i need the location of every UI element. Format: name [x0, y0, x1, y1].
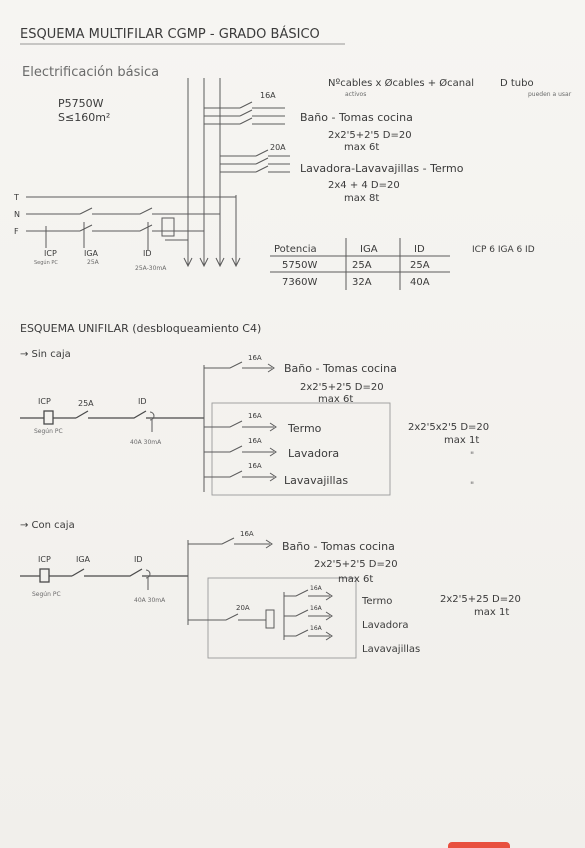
sin-caja-right-max: max 1t [444, 435, 479, 446]
sin-caja-id-sub: 40A 30mA [130, 439, 162, 446]
circuit-20a-rating: 20A [270, 143, 286, 152]
table-header-iga: IGA [360, 244, 378, 255]
supply-lines [26, 196, 236, 250]
con-caja-main-rating: 20A [236, 604, 250, 612]
sin-caja-distribution [203, 361, 391, 496]
circuit-16a-cable: 2x2'5+2'5 D=20 [328, 130, 412, 141]
sin-caja-icp-sub: Según PC [34, 428, 63, 435]
con-caja-right-max: max 1t [474, 607, 509, 618]
circuit-16a-lines [204, 101, 285, 125]
device-icp-sub: Según PC [34, 259, 58, 266]
table-side-note: ICP 6 IGA 6 ID [472, 245, 535, 255]
sin-caja-top-label: Baño - Tomas cocina [284, 362, 397, 375]
circuit-20a-cable: 2x4 + 4 D=20 [328, 180, 400, 191]
circuit-16a-rating: 16A [260, 91, 276, 100]
con-caja-heading: → Con caja [20, 520, 75, 531]
con-caja-b3-rating: 16A [310, 625, 323, 632]
device-icp: ICP [44, 249, 57, 258]
sin-caja-b3-label: Lavavajillas [284, 474, 348, 487]
table-cell: 25A [352, 260, 372, 271]
con-caja-top-cable: 2x2'5+2'5 D=20 [314, 559, 398, 570]
rating-table [270, 238, 450, 290]
con-caja-main-line [20, 568, 188, 590]
line-label-n: N [14, 210, 20, 219]
area-note: S≤160m² [58, 111, 110, 124]
con-caja-top-rating: 16A [240, 530, 254, 538]
table-cell: 5750W [282, 260, 317, 271]
sin-caja-b1-label: Termo [287, 422, 322, 435]
page-title: ESQUEMA MULTIFILAR CGMP - GRADO BÁSICO [20, 26, 320, 42]
con-caja-distribution [187, 537, 357, 659]
multifilar-subtitle: Electrificación básica [22, 65, 159, 80]
sin-caja-b1-rating: 16A [248, 412, 262, 420]
sin-caja-main-line [20, 410, 204, 432]
con-caja-id-sub: 40A 30mA [134, 597, 166, 604]
table-cell: 32A [352, 277, 372, 288]
con-caja-top-label: Baño - Tomas cocina [282, 540, 395, 553]
sin-caja-top-max: max 6t [318, 394, 353, 405]
table-cell: 25A [410, 260, 430, 271]
circuit-20a-lines [220, 149, 290, 173]
ditto-mark: " [470, 481, 474, 491]
con-caja-top-max: max 6t [338, 574, 373, 585]
con-caja-b2-label: Lavadora [362, 620, 408, 631]
circuit-20a-label: Lavadora-Lavavajillas - Termo [300, 162, 464, 175]
ditto-mark: " [470, 451, 474, 461]
red-stamp [448, 842, 510, 848]
sin-caja-id: ID [138, 397, 147, 406]
sin-caja-iga: 25A [78, 399, 94, 408]
table-cell: 40A [410, 277, 430, 288]
sin-caja-top-rating: 16A [248, 354, 262, 362]
line-label-f: F [14, 227, 19, 236]
table-header-id: ID [414, 244, 425, 255]
unifilar-title: ESQUEMA UNIFILAR (desbloqueamiento C4) [20, 322, 261, 335]
device-id: ID [143, 249, 152, 258]
device-iga: IGA [84, 249, 99, 258]
sin-caja-b2-label: Lavadora [288, 447, 339, 460]
con-caja-b1-label: Termo [361, 596, 392, 607]
formula-a: Nºcables x Øcables + Øcanal [328, 77, 474, 89]
sin-caja-icp: ICP [38, 397, 51, 406]
device-iga-sub: 25A [87, 259, 100, 266]
sin-caja-heading: → Sin caja [20, 349, 71, 360]
formula-b-sub: pueden a usar [528, 91, 572, 98]
con-caja-right-cable: 2x2'5+25 D=20 [440, 594, 521, 605]
power-note: P5750W [58, 97, 104, 110]
con-caja-b1-rating: 16A [310, 585, 323, 592]
circuit-20a-max: max 8t [344, 193, 379, 204]
sin-caja-b2-rating: 16A [248, 437, 262, 445]
device-id-sub: 25A-30mA [135, 265, 167, 272]
sin-caja-top-cable: 2x2'5+2'5 D=20 [300, 382, 384, 393]
formula-a-sub: activos [345, 91, 366, 98]
table-cell: 7360W [282, 277, 317, 288]
circuit-16a-label: Baño - Tomas cocina [300, 111, 413, 124]
circuit-16a-max: max 6t [344, 142, 379, 153]
con-caja-id: ID [134, 555, 143, 564]
sin-caja-right-cable: 2x2'5x2'5 D=20 [408, 422, 489, 433]
con-caja-iga: IGA [76, 555, 91, 564]
con-caja-icp-sub: Según PC [32, 591, 61, 598]
sin-caja-b3-rating: 16A [248, 462, 262, 470]
table-header-potencia: Potencia [274, 244, 317, 255]
con-caja-b3-label: Lavavajillas [362, 644, 420, 655]
con-caja-icp: ICP [38, 555, 51, 564]
line-label-t: T [13, 193, 19, 202]
formula-b: D tubo [500, 78, 534, 89]
con-caja-b2-rating: 16A [310, 605, 323, 612]
